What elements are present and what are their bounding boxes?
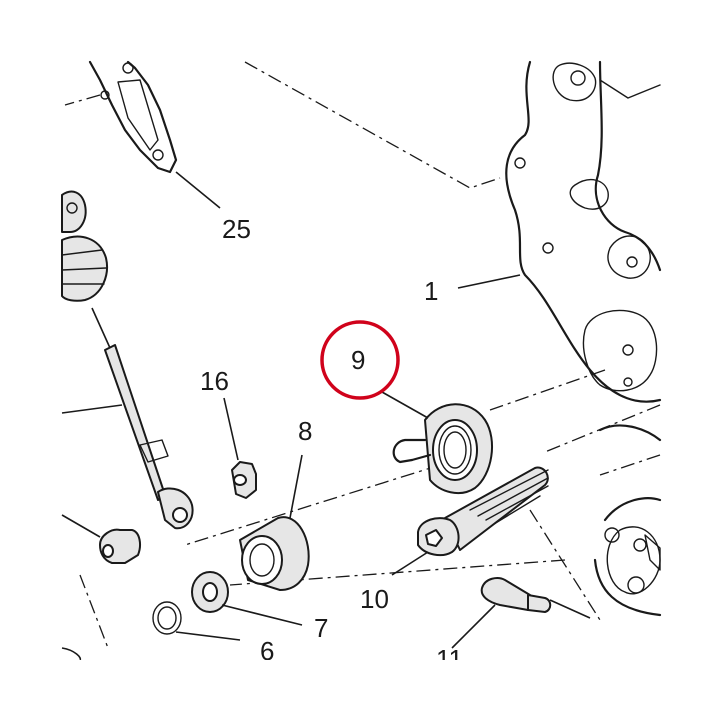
label-part-25: 25	[222, 214, 251, 244]
part-9-spring	[392, 403, 493, 495]
bottom-crop-mask	[0, 660, 720, 720]
leader-lines	[61, 171, 591, 661]
label-part-1: 1	[424, 276, 438, 306]
label-part-7: 7	[314, 613, 328, 643]
part-25-bracket	[88, 60, 178, 174]
part-7-washer	[191, 571, 229, 613]
highlight-circle	[320, 320, 400, 400]
part-1-frame	[505, 60, 662, 617]
cable-rod-assembly	[61, 190, 194, 530]
part-10-bolt	[417, 466, 549, 557]
part-16-nut	[231, 461, 257, 499]
label-part-6: 6	[260, 636, 274, 666]
part-8-sleeve	[239, 516, 310, 591]
part-6-circlip	[152, 601, 182, 635]
label-part-16: 16	[200, 366, 229, 396]
label-part-8: 8	[298, 416, 312, 446]
bushing	[61, 514, 141, 564]
part-11-pin	[480, 577, 552, 613]
label-part-10: 10	[360, 584, 389, 614]
label-part-9: 9	[351, 345, 365, 375]
